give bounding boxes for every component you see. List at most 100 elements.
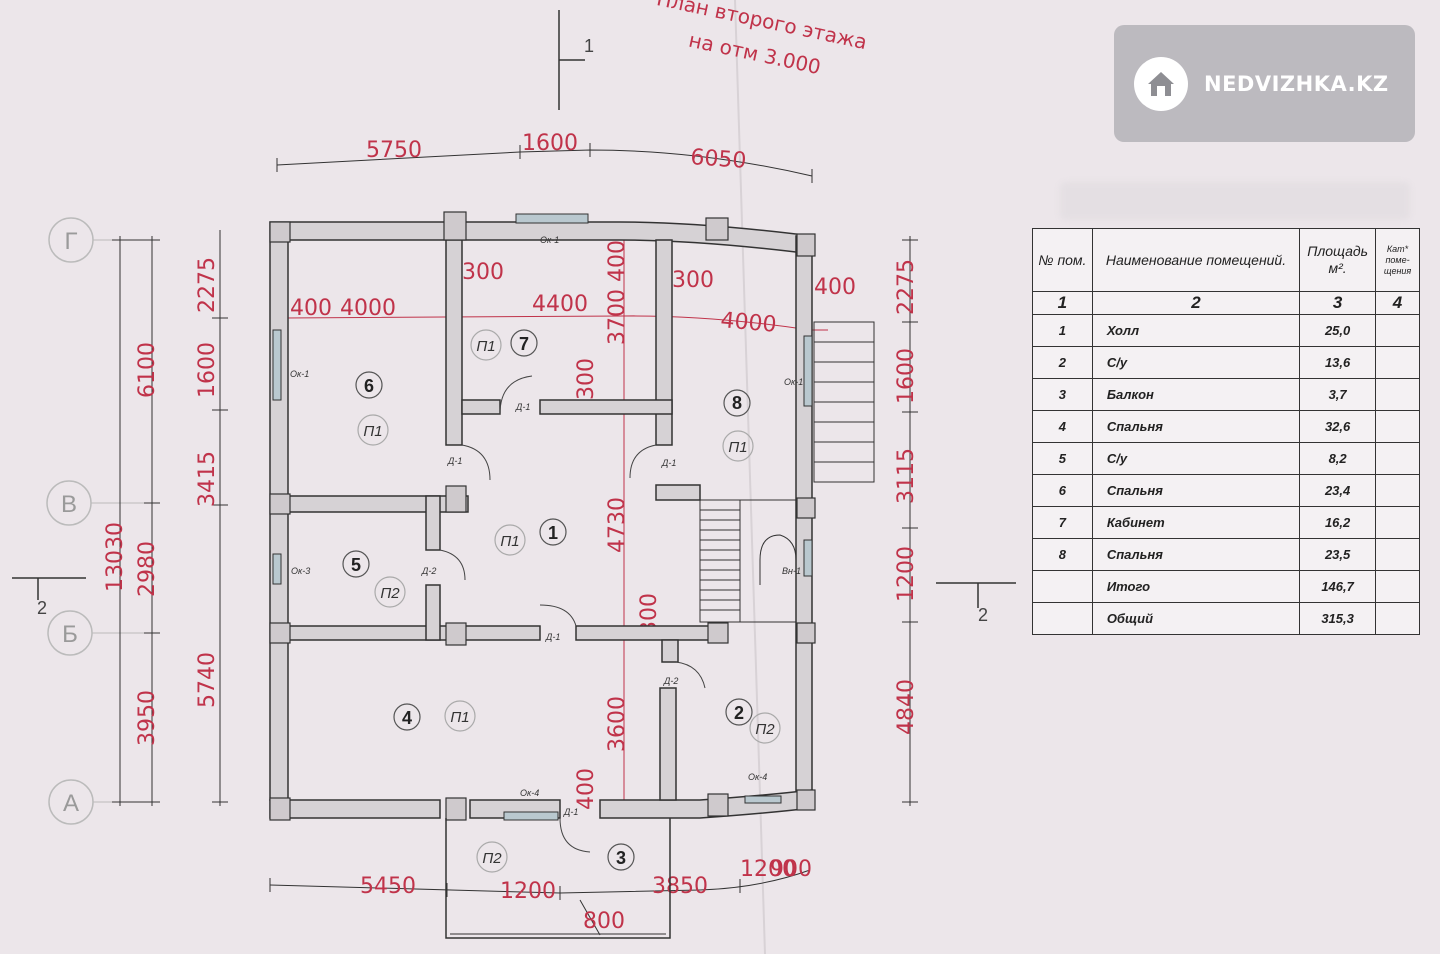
overall-area: 315,3 [1299, 602, 1377, 635]
row-no: 4 [1032, 410, 1093, 443]
svg-text:3115: 3115 [894, 448, 919, 504]
columns [269, 211, 816, 821]
row-category [1375, 602, 1420, 635]
watermark: NEDVIZHKA.KZ [1114, 25, 1415, 142]
left-dimension-labels: 13030 6100 2980 3950 2275 1600 3415 5740 [103, 257, 220, 746]
table-row: 2 С/у 13,6 [1032, 346, 1420, 379]
header-category: Кат* поме- щения [1375, 228, 1420, 292]
svg-text:400: 400 [574, 768, 599, 810]
row-area: 25,0 [1299, 314, 1377, 347]
row-category [1375, 474, 1420, 507]
plan-title: План второго этажа на отм 3.000 [655, 0, 870, 79]
svg-text:2: 2 [978, 605, 988, 625]
row-category [1375, 314, 1420, 347]
svg-text:А: А [63, 790, 79, 817]
svg-text:800: 800 [583, 909, 625, 934]
svg-text:4730: 4730 [605, 497, 630, 553]
svg-text:Ок-3: Ок-3 [291, 566, 310, 576]
svg-text:1: 1 [584, 36, 594, 56]
svg-text:4400: 4400 [532, 292, 588, 317]
door-swings [439, 375, 706, 853]
svg-text:1600: 1600 [195, 342, 220, 398]
svg-text:5750: 5750 [366, 138, 422, 163]
blurred-header [1060, 182, 1410, 220]
index-cell: 1 [1032, 291, 1093, 315]
svg-text:3: 3 [616, 848, 626, 868]
room-markers [342, 329, 781, 873]
header-no: № пом. [1032, 228, 1093, 292]
svg-text:4000: 4000 [340, 296, 396, 321]
row-name: Холл [1091, 314, 1301, 347]
overall-label: Общий [1091, 602, 1301, 635]
row-name: Спальня [1091, 474, 1301, 507]
svg-text:3700: 3700 [605, 289, 630, 345]
section-mark-left: 2 [12, 577, 86, 618]
windows [272, 213, 813, 821]
svg-text:8: 8 [732, 393, 742, 413]
row-no [1032, 570, 1093, 603]
table-row: 3 Балкон 3,7 [1032, 378, 1420, 411]
row-no: 2 [1032, 346, 1093, 379]
row-category [1375, 538, 1420, 571]
center-dimension-line: 3700 400 300 4730 300 3600 400 [574, 235, 662, 815]
svg-text:3415: 3415 [195, 451, 220, 507]
row-name: Балкон [1091, 378, 1301, 411]
svg-text:3950: 3950 [135, 690, 160, 746]
svg-text:5450: 5450 [360, 874, 416, 899]
svg-text:1600: 1600 [522, 131, 578, 156]
svg-text:2980: 2980 [135, 541, 160, 597]
svg-text:П2: П2 [755, 721, 775, 738]
svg-text:5: 5 [351, 555, 361, 575]
row-no: 7 [1032, 506, 1093, 539]
internal-stair [699, 499, 797, 623]
balcony-outline [445, 818, 671, 939]
header-area: Площадь м². [1299, 228, 1377, 292]
top-dimensions [276, 143, 813, 183]
row-name: Спальня [1091, 410, 1301, 443]
row-category [1375, 346, 1420, 379]
inner-dimension-line: 400 4000 4400 4000 400 300 300 [284, 260, 856, 338]
section-mark-right: 2 [936, 582, 1016, 625]
row-no [1032, 602, 1093, 635]
svg-text:2275: 2275 [894, 259, 919, 315]
table-row: 6 Спальня 23,4 [1032, 474, 1420, 507]
row-area: 16,2 [1299, 506, 1377, 539]
row-category [1375, 410, 1420, 443]
bottom-dimension-labels: 5450 1200 3850 1200 900 800 [360, 857, 812, 934]
house-icon [1134, 56, 1188, 111]
index-cell: 3 [1299, 291, 1377, 315]
row-category [1375, 570, 1420, 603]
svg-text:2275: 2275 [195, 257, 220, 313]
svg-text:6100: 6100 [135, 342, 160, 398]
index-cell: 4 [1375, 291, 1420, 315]
row-area: 13,6 [1299, 346, 1377, 379]
svg-text:Ок-4: Ок-4 [520, 788, 539, 798]
svg-text:Д-1: Д-1 [447, 456, 462, 466]
row-area: 3,7 [1299, 378, 1377, 411]
svg-text:7: 7 [519, 334, 529, 354]
table-row: 1 Холл 25,0 [1032, 314, 1420, 347]
right-dimension-labels: 2275 1600 3115 1200 4840 [894, 259, 919, 735]
opening-labels: Ок-1 Ок-1 Ок-1 Ок-3 Ок-4 Ок-4 Вн-1 Д-1 Д… [290, 235, 803, 817]
svg-text:П1: П1 [728, 439, 747, 456]
row-area: 23,4 [1299, 474, 1377, 507]
row-name: Кабинет [1091, 506, 1301, 539]
row-area: 8,2 [1299, 442, 1377, 475]
svg-text:4000: 4000 [719, 308, 777, 338]
left-dimensions [112, 230, 228, 806]
header-name: Наименование помещений. [1091, 228, 1301, 292]
external-stair [813, 321, 875, 483]
watermark-text: NEDVIZHKA.KZ [1204, 71, 1389, 96]
svg-text:3600: 3600 [605, 696, 630, 752]
svg-text:13030: 13030 [103, 522, 128, 592]
svg-text:900: 900 [770, 857, 812, 882]
table-header-row: № пом. Наименование помещений. Площадь м… [1032, 228, 1420, 292]
bottom-dimensions [269, 869, 811, 936]
svg-text:2: 2 [37, 598, 47, 618]
row-no: 1 [1032, 314, 1093, 347]
table-row: 8 Спальня 23,5 [1032, 538, 1420, 571]
svg-text:1200: 1200 [740, 857, 796, 882]
svg-text:1600: 1600 [894, 348, 919, 404]
svg-text:300: 300 [462, 260, 504, 285]
